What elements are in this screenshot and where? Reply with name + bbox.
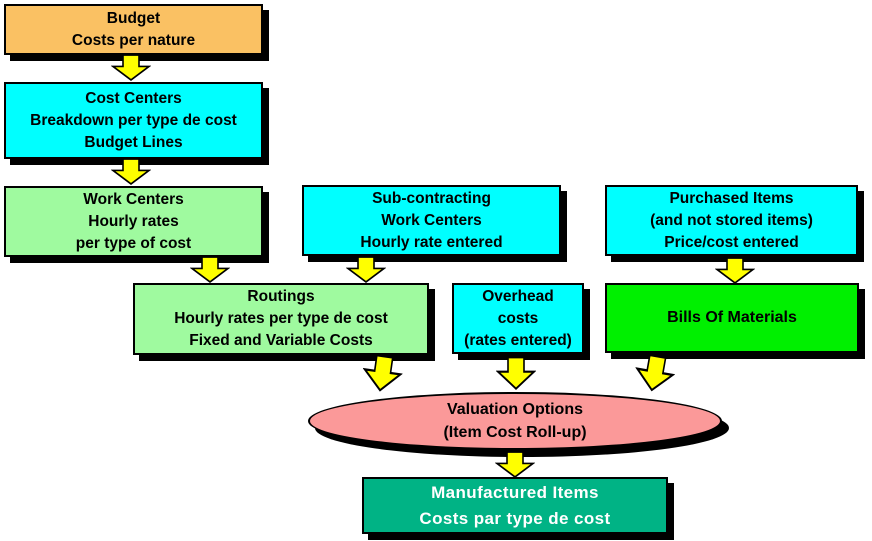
node-valuation-options: Valuation Options (Item Cost Roll-up): [308, 392, 722, 450]
node-overhead-costs: Overhead costs (rates entered): [452, 283, 584, 354]
node-purchased-items-line1: Purchased Items: [669, 189, 794, 207]
node-budget: Budget Costs per nature: [4, 4, 263, 55]
arrow-budget-to-cost-centers-icon: [111, 54, 151, 81]
node-purchased-items-line3: Price/cost entered: [664, 233, 799, 251]
node-manufactured-items: Manufactured Items Costs par type de cos…: [362, 477, 668, 534]
node-bills-of-materials-line1: Bills Of Materials: [667, 309, 797, 326]
node-budget-line2: Costs per nature: [71, 31, 196, 49]
node-purchased-items: Purchased Items (and not stored items) P…: [605, 185, 858, 256]
arrow-work-centers-to-routings-icon: [190, 256, 230, 283]
node-cost-centers-line3: Budget Lines: [84, 133, 183, 151]
node-sub-contracting: Sub-contracting Work Centers Hourly rate…: [302, 185, 561, 256]
arrow-cost-centers-to-work-centers-icon: [111, 158, 151, 185]
node-sub-contracting-line1: Sub-contracting: [372, 189, 491, 207]
node-manufactured-items-line1: Manufactured Items: [431, 482, 599, 502]
node-routings: Routings Hourly rates per type de cost F…: [133, 283, 429, 355]
node-routings-line1: Routings: [247, 288, 315, 305]
arrow-sub-contracting-to-routings-icon: [346, 256, 386, 283]
arrow-valuation-to-manufactured-icon: [495, 451, 535, 478]
node-overhead-costs-line2: costs: [497, 309, 539, 327]
node-cost-centers-line1: Cost Centers: [85, 89, 182, 107]
node-routings-line2: Hourly rates per type de cost: [174, 310, 388, 327]
node-manufactured-items-line2: Costs par type de cost: [419, 508, 611, 528]
node-cost-centers: Cost Centers Breakdown per type de cost …: [4, 82, 263, 159]
node-work-centers: Work Centers Hourly rates per type of co…: [4, 186, 263, 257]
node-overhead-costs-line3: (rates entered): [464, 331, 572, 349]
node-cost-centers-line2: Breakdown per type de cost: [30, 111, 237, 129]
node-routings-line3: Fixed and Variable Costs: [189, 332, 373, 349]
node-valuation-options-line1: Valuation Options: [446, 401, 583, 418]
node-sub-contracting-line3: Hourly rate entered: [360, 233, 503, 251]
arrow-bom-to-valuation-icon: [635, 353, 676, 392]
node-bills-of-materials: Bills Of Materials: [605, 283, 859, 353]
node-purchased-items-line2: (and not stored items): [650, 211, 813, 229]
node-valuation-options-line2: (Item Cost Roll-up): [443, 424, 587, 441]
node-work-centers-line2: Hourly rates: [88, 212, 179, 230]
node-overhead-costs-line1: Overhead: [482, 287, 554, 305]
node-work-centers-line1: Work Centers: [83, 190, 184, 208]
node-budget-line1: Budget: [106, 9, 161, 27]
arrow-routings-to-valuation-icon: [362, 354, 404, 392]
node-work-centers-line3: per type of cost: [75, 234, 192, 252]
arrow-overhead-to-valuation-icon: [496, 356, 536, 390]
arrow-purchased-items-to-bom-icon: [715, 257, 755, 284]
node-sub-contracting-line2: Work Centers: [381, 211, 482, 229]
